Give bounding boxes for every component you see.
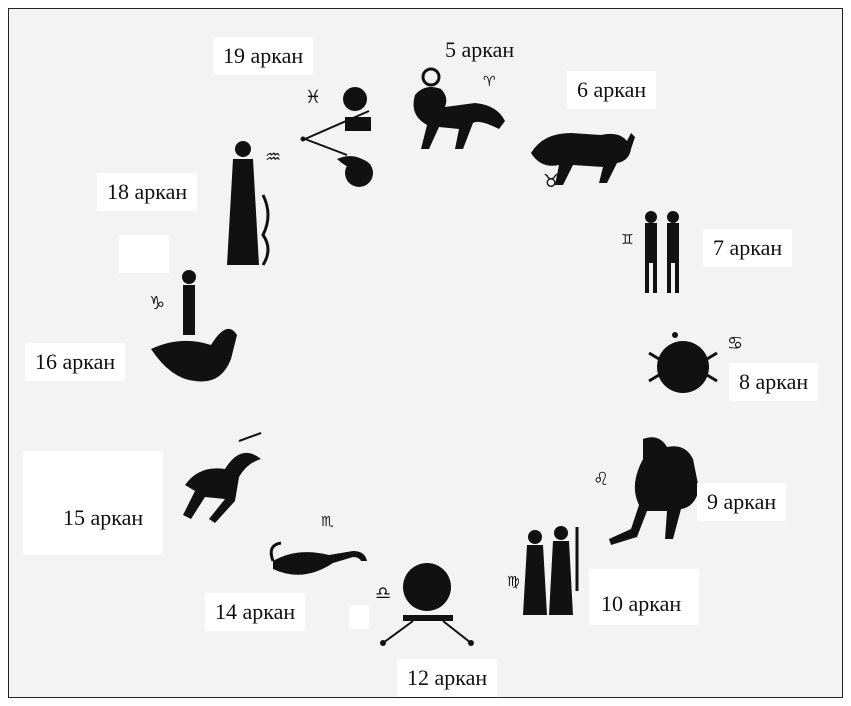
cancer-sign-icon: ♋	[727, 335, 743, 353]
blank-patch	[349, 605, 369, 629]
aries-sign-icon: ♈	[483, 73, 496, 91]
arcana-label-7: 7 аркан	[703, 229, 792, 267]
libra-sign-icon: ♎	[375, 585, 391, 603]
capricorn-sign-icon: ♑	[149, 295, 165, 313]
capricorn-figure	[145, 265, 245, 385]
arcana-label-6: 6 аркан	[567, 71, 656, 109]
arcana-label-14: 14 аркан	[205, 593, 305, 631]
arcana-label-5: 5 аркан	[435, 31, 524, 69]
arcana-label-10: 10 аркан	[591, 585, 691, 623]
virgo-figure	[515, 521, 591, 621]
sagittarius-figure	[165, 429, 277, 533]
pisces-sign-icon: ♓	[305, 89, 321, 107]
taurus-sign-icon: ♉	[543, 173, 559, 191]
arcana-label-15: 15 аркан	[53, 499, 153, 537]
arcana-label-8: 8 аркан	[729, 363, 818, 401]
scorpio-sign-icon: ♏	[321, 513, 334, 531]
zodiac-wheel: ♓ ♈ ♉ ♊ ♋ ♌	[9, 9, 842, 697]
gemini-figure	[635, 205, 691, 301]
aquarius-sign-icon: ♒	[265, 149, 281, 167]
arcana-label-12: 12 аркан	[397, 659, 497, 697]
virgo-sign-icon: ♍	[507, 573, 520, 591]
arcana-label-9: 9 аркан	[697, 483, 786, 521]
leo-sign-icon: ♌	[593, 471, 609, 489]
gemini-sign-icon: ♊	[621, 231, 634, 249]
libra-figure	[373, 561, 485, 657]
scorpio-figure	[259, 537, 377, 587]
zodiac-frame: ♓ ♈ ♉ ♊ ♋ ♌	[8, 8, 843, 698]
arcana-label-18: 18 аркан	[97, 173, 197, 211]
arcana-label-19: 19 аркан	[213, 37, 313, 75]
arcana-label-16: 16 аркан	[25, 343, 125, 381]
cancer-figure	[645, 325, 725, 405]
